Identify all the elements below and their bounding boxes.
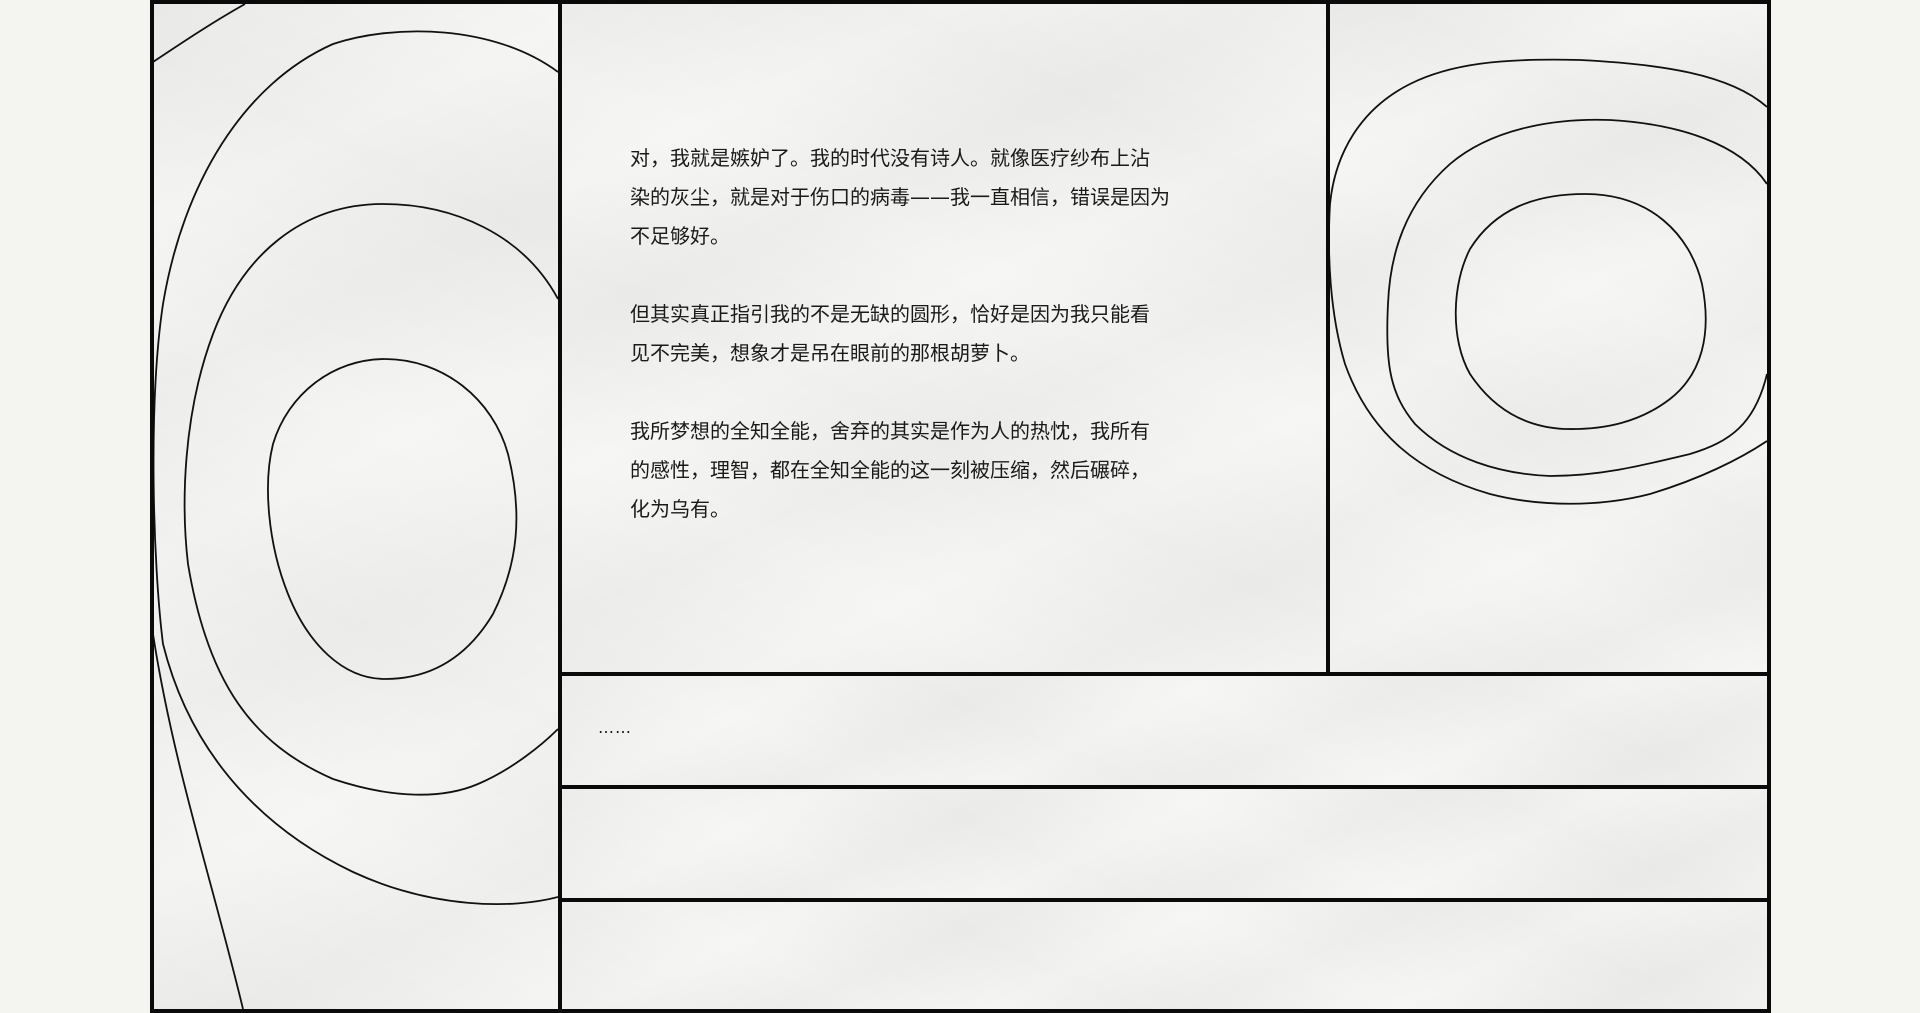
frame-left-border — [150, 0, 154, 1013]
text-panel — [562, 4, 1326, 672]
concentric-rings-icon — [153, 4, 558, 1009]
frame-bottom-border — [150, 1009, 1771, 1013]
divider-row-1 — [558, 672, 1771, 676]
strip-3 — [562, 902, 1767, 1009]
concentric-rings-icon — [1330, 58, 1767, 505]
right-art-panel — [1330, 4, 1767, 672]
frame-right-border — [1767, 0, 1771, 1013]
divider-row-2 — [558, 785, 1771, 789]
strip-1 — [562, 676, 1767, 785]
paragraph-1: 对，我就是嫉妒了。我的时代没有诗人。就像医疗纱布上沾 染的灰尘，就是对于伤口的病… — [630, 146, 1170, 248]
strip-1-text: …… — [598, 718, 632, 737]
frame-top-border — [150, 0, 1771, 4]
divider-row-3 — [558, 898, 1771, 902]
strip-2 — [562, 789, 1767, 898]
main-text-block: 对，我就是嫉妒了。我的时代没有诗人。就像医疗纱布上沾 染的灰尘，就是对于伤口的病… — [630, 139, 1270, 568]
divider-right-column — [1326, 0, 1330, 676]
left-art-panel — [153, 4, 558, 1009]
paragraph-2: 但其实真正指引我的不是无缺的圆形，恰好是因为我只能看 见不完美，想象才是吊在眼前… — [630, 302, 1150, 365]
divider-left-column — [558, 0, 562, 1013]
paragraph-3: 我所梦想的全知全能，舍弃的其实是作为人的热忱，我所有 的感性，理智，都在全知全能… — [630, 419, 1150, 521]
